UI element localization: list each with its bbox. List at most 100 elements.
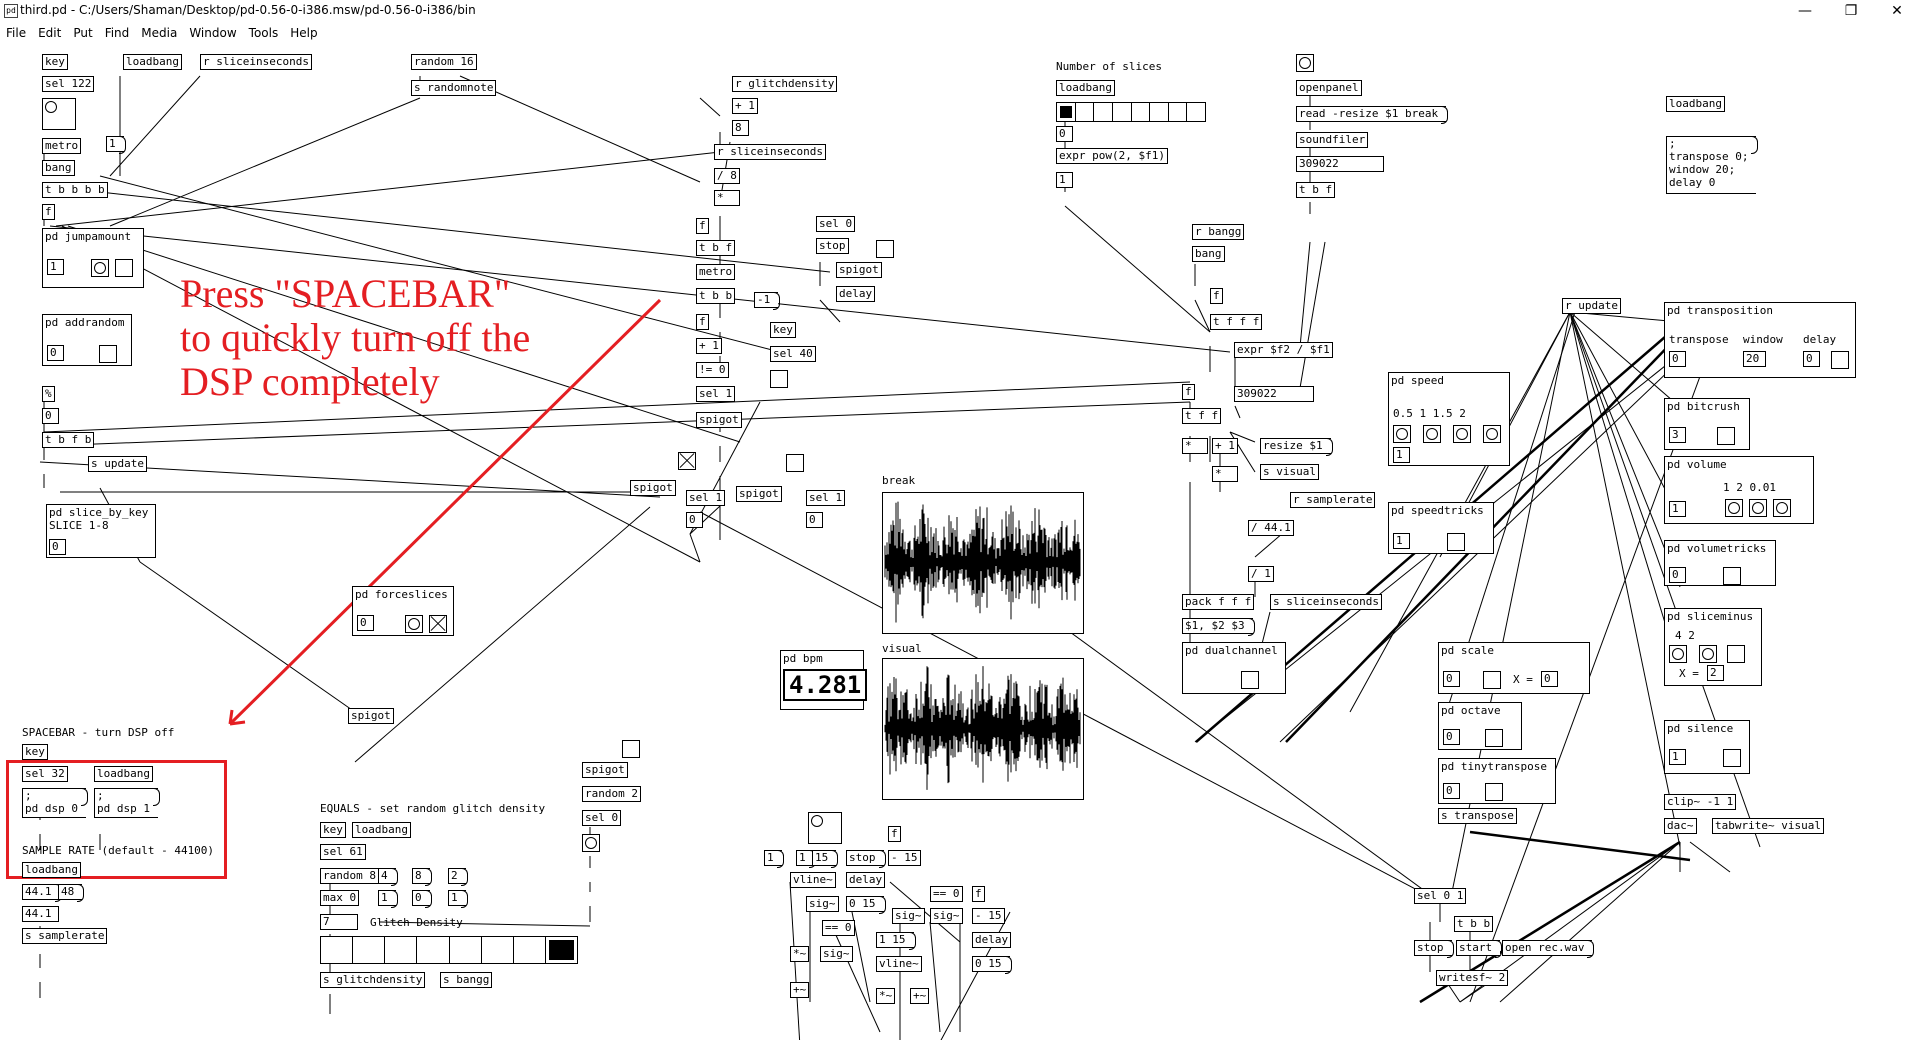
obj-loadbang-2[interactable]: loadbang <box>1056 80 1115 96</box>
obj-r-samplerate[interactable]: r samplerate <box>1290 492 1376 508</box>
obj-plus-tilde-2[interactable]: +~ <box>910 988 930 1004</box>
pd-silence[interactable]: pd silence 1 <box>1664 720 1750 774</box>
pd-bitcrush[interactable]: pd bitcrush 3 <box>1664 398 1750 450</box>
pd-speedtricks[interactable]: pd speedtricks 1 <box>1388 502 1494 554</box>
msg-1-15[interactable]: 1 15 <box>876 932 915 950</box>
toggle-gui-on[interactable] <box>429 615 447 633</box>
msg-v-stop[interactable]: stop <box>846 850 885 868</box>
number-7[interactable]: 7 <box>320 914 358 930</box>
speedtricks-number[interactable]: 1 <box>1393 533 1410 549</box>
msg-neg1[interactable]: -1 <box>754 292 781 310</box>
menu-window[interactable]: Window <box>189 26 237 40</box>
break-array[interactable] <box>882 492 1084 634</box>
bang-gui[interactable] <box>1725 499 1743 517</box>
pd-addrandom[interactable]: pd addrandom 0 <box>42 314 132 366</box>
bang-gui[interactable] <box>91 259 109 277</box>
menu-media[interactable]: Media <box>141 26 178 40</box>
obj-t-f-f[interactable]: t f f <box>1182 408 1222 424</box>
obj-plus-1[interactable]: + 1 <box>732 98 758 114</box>
msg-open-rec[interactable]: open rec.wav <box>1502 940 1595 958</box>
toggle-gui[interactable] <box>1485 783 1503 801</box>
obj-random-2[interactable]: random 2 <box>582 786 641 802</box>
obj-f-v1[interactable]: f <box>888 826 901 842</box>
bang-gui[interactable] <box>1669 645 1687 663</box>
toggle-gui[interactable] <box>1483 671 1501 689</box>
number-8[interactable]: 8 <box>732 120 749 136</box>
msg-0-15-b[interactable]: 0 15 <box>972 956 1011 974</box>
obj-tabwrite[interactable]: tabwrite~ visual <box>1712 818 1824 834</box>
number-slices[interactable]: 0 <box>1056 126 1073 142</box>
obj-metro-2[interactable]: metro <box>696 264 736 280</box>
menu-tools[interactable]: Tools <box>248 26 279 40</box>
number-samples-2[interactable]: 309022 <box>1234 386 1314 402</box>
octave-number[interactable]: 0 <box>1443 729 1460 745</box>
bang-gui[interactable] <box>1453 425 1471 443</box>
obj-clip[interactable]: clip~ -1 1 <box>1664 794 1737 810</box>
toggle-gui-on[interactable] <box>678 452 696 470</box>
toggle-gui[interactable] <box>1831 351 1849 369</box>
obj-bang-2[interactable]: bang <box>1192 246 1225 262</box>
obj-plus-1-c[interactable]: + 1 <box>1212 438 1238 454</box>
msg-1-c[interactable]: 1 <box>448 890 468 908</box>
obj-dac[interactable]: dac~ <box>1664 818 1697 834</box>
menu-put[interactable]: Put <box>73 26 93 40</box>
obj-div-8[interactable]: / 8 <box>714 168 740 184</box>
pd-octave[interactable]: pd octave 0 <box>1438 702 1522 750</box>
obj-f-v2[interactable]: f <box>972 886 985 902</box>
msg-123[interactable]: $1, $2 $3 <box>1182 618 1255 636</box>
msg-0-15[interactable]: 0 15 <box>846 896 885 914</box>
obj-plus-1-b[interactable]: + 1 <box>696 338 722 354</box>
toggle-gui[interactable] <box>786 454 804 472</box>
msg-read-resize[interactable]: read -resize $1 break <box>1296 106 1449 124</box>
obj-s-transpose[interactable]: s transpose <box>1438 808 1517 824</box>
msg-resize[interactable]: resize $1 <box>1260 438 1333 456</box>
obj-s-update[interactable]: s update <box>88 456 147 472</box>
menu-file[interactable]: File <box>6 26 27 40</box>
obj-sel-0-b[interactable]: sel 0 <box>582 810 622 826</box>
obj-eq-0-b[interactable]: == 0 <box>822 920 855 936</box>
obj-sig-2[interactable]: sig~ <box>892 908 925 924</box>
menu-help[interactable]: Help <box>290 26 318 40</box>
toggle-gui[interactable] <box>1241 671 1259 689</box>
bang-gui[interactable] <box>405 615 423 633</box>
maximize-button[interactable]: ❐ <box>1844 3 1858 19</box>
msg-v-1[interactable]: 1 <box>764 850 784 868</box>
obj-f-2[interactable]: f <box>696 218 709 234</box>
pd-bpm[interactable]: pd bpm 4.281 <box>780 650 868 710</box>
slice-number[interactable]: 0 <box>49 539 66 555</box>
msg-start[interactable]: start <box>1456 940 1503 958</box>
obj-sel-1-c[interactable]: sel 1 <box>806 490 846 506</box>
number-samples[interactable]: 309022 <box>1296 156 1384 172</box>
obj-mul[interactable]: * <box>714 190 740 206</box>
toggle-gui[interactable] <box>770 370 788 388</box>
menu-find[interactable]: Find <box>104 26 130 40</box>
msg-v-1b[interactable]: 1 <box>796 850 816 868</box>
pd-jumpamount[interactable]: pd jumpamount 1 <box>42 228 144 288</box>
bang-gui[interactable] <box>1749 499 1767 517</box>
obj-spigot-3[interactable]: spigot <box>630 480 676 496</box>
obj-sel-32[interactable]: sel 32 <box>22 766 68 782</box>
obj-s-samplerate[interactable]: s samplerate <box>22 928 108 944</box>
volumetricks-number[interactable]: 0 <box>1669 567 1686 583</box>
obj-r-sliceinseconds-2[interactable]: r sliceinseconds <box>714 144 826 160</box>
obj-t-b-f-b[interactable]: t b f b <box>42 432 95 448</box>
toggle-gui[interactable] <box>1723 567 1741 585</box>
pd-slice-by-key[interactable]: pd slice_by_key SLICE 1-8 0 <box>46 504 156 558</box>
pd-transposition[interactable]: pd transposition transpose window delay … <box>1664 302 1856 378</box>
obj-delay[interactable]: delay <box>836 286 876 302</box>
obj-spigot-4[interactable]: spigot <box>736 486 782 502</box>
pd-tinytranspose[interactable]: pd tinytranspose 0 <box>1438 758 1556 804</box>
obj-div-44-1[interactable]: / 44.1 <box>1248 520 1294 536</box>
volume-number[interactable]: 1 <box>1669 501 1686 517</box>
pd-dualchannel[interactable]: pd dualchannel <box>1182 642 1286 694</box>
obj-expr-pow[interactable]: expr pow(2, $f1) <box>1056 148 1168 164</box>
obj-sel-122[interactable]: sel 122 <box>42 76 95 92</box>
obj-vline-1[interactable]: vline~ <box>790 872 836 888</box>
msg-transpose-window-delay[interactable]: ; transpose 0; window 20; delay 0 <box>1666 136 1759 194</box>
obj-writesf[interactable]: writesf~ 2 <box>1436 970 1509 986</box>
obj-div-1[interactable]: / 1 <box>1248 566 1274 582</box>
window-number[interactable]: 20 <box>1743 351 1767 367</box>
msg-pd-dsp-0[interactable]: ; pd dsp 0 <box>22 788 88 818</box>
msg-stop[interactable]: stop <box>1414 940 1453 958</box>
obj-f-3[interactable]: f <box>696 314 709 330</box>
